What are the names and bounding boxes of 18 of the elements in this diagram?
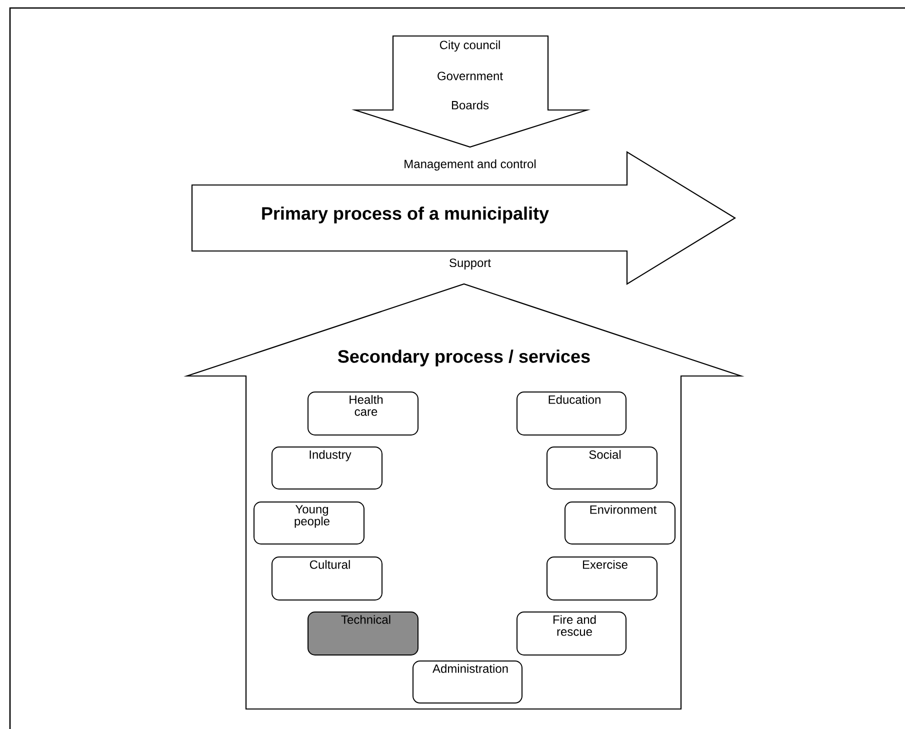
service-box: Industry <box>272 446 382 490</box>
service-box: Education <box>516 392 626 436</box>
flow-label: Management and control <box>404 159 536 171</box>
title-text: Secondary process / services <box>338 350 590 366</box>
node-text: City council <box>440 40 500 52</box>
service-box: Administration <box>412 660 522 704</box>
title-text: Primary process of a municipality <box>262 206 549 224</box>
service-box: Fire and rescue <box>516 612 626 656</box>
service-box: Exercise <box>546 556 658 600</box>
node-text: Government <box>438 72 503 80</box>
service-box: Technical <box>308 612 418 656</box>
flow-label: Support <box>450 258 491 270</box>
service-box: Social <box>546 446 658 490</box>
service-box: Health care <box>308 392 418 436</box>
service-box: Cultural <box>272 556 382 600</box>
service-box: Environment <box>564 502 676 544</box>
service-box: Young people <box>254 502 364 544</box>
node-text: Boards <box>452 100 489 110</box>
